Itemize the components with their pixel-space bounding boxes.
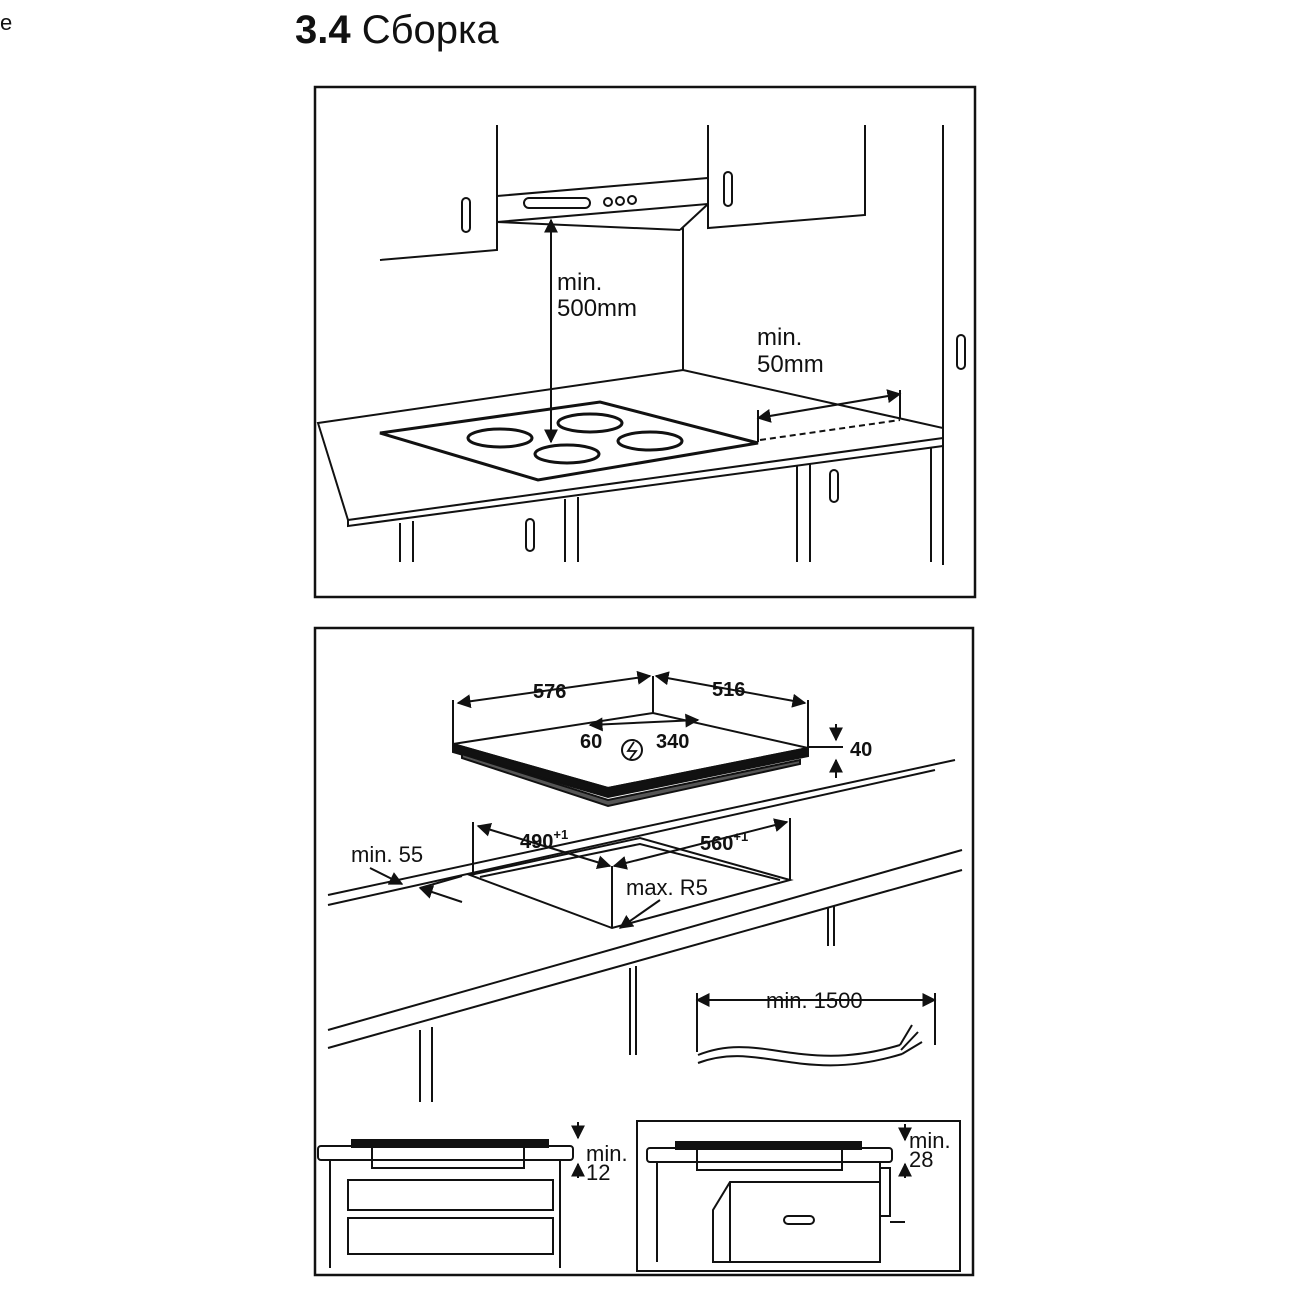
oven-installation-detail	[636, 1120, 961, 1272]
cable-offset-a-label: 60	[580, 731, 602, 753]
figure-hood-clearance	[313, 85, 977, 599]
hob-height-label: 40	[850, 739, 872, 761]
hood-clearance-label-2: 500mm	[557, 295, 637, 322]
clearance-dashed-line	[759, 419, 901, 441]
dimension-arrow-cable	[588, 713, 700, 732]
electrical-connection-icon	[621, 739, 643, 761]
lightning-icon	[626, 741, 638, 760]
dimension-arrow-side	[756, 389, 902, 423]
top-figure-labels: min. 500mm min. 50mm	[557, 269, 824, 378]
oven-clearance-label-2: 28	[909, 1147, 933, 1172]
wall-cabinet-right	[707, 125, 866, 230]
cutout-width-value: 560	[700, 833, 733, 855]
cutout-depth-tolerance: +1	[553, 827, 568, 842]
worktop-edge	[347, 445, 944, 528]
drawer-clearance-label-2: 12	[586, 1160, 610, 1185]
cable-length-label: min. 1500	[766, 988, 863, 1013]
cutout-depth-value: 490	[520, 831, 553, 853]
cooking-zone	[556, 412, 624, 434]
worktop-top	[316, 368, 944, 522]
cabinet-handle	[956, 334, 966, 370]
dimension-arrow-cutout-depth	[476, 822, 612, 870]
section-title: 3.4 Сборка	[295, 8, 499, 53]
corner-radius-label: max. R5	[626, 875, 708, 900]
figure-frame-top	[313, 85, 977, 599]
wall-cabinet-left	[379, 125, 498, 261]
drawer-installation-detail	[317, 1122, 585, 1268]
dimension-arrow-cutout-width	[612, 818, 789, 870]
dimension-arrow-width	[456, 670, 652, 709]
cooking-zone	[466, 427, 534, 449]
hob-depth-label: 516	[712, 679, 745, 701]
side-clearance-label-1: min.	[757, 324, 802, 351]
worktop-cutout	[327, 759, 963, 1102]
power-cable	[695, 993, 937, 1067]
cutout-width-tolerance: +1	[733, 829, 748, 844]
section-number: 3.4	[295, 8, 351, 52]
cutout-depth-label: 490+1	[520, 827, 568, 853]
cabinet-handle	[829, 469, 839, 503]
cable-offset-b-label: 340	[656, 731, 689, 753]
hob-top-view	[379, 400, 759, 482]
page-edge-character: e	[0, 10, 13, 35]
cooking-zone	[616, 430, 684, 452]
dimension-arrow-depth	[654, 671, 807, 708]
hood-clearance-label-1: min.	[557, 269, 602, 296]
cabinet-handle	[723, 171, 733, 207]
cooking-zone	[533, 443, 601, 465]
figure-cutout-dimensions	[313, 626, 975, 1277]
worktop-front-edge	[327, 849, 963, 1031]
hob-width-label: 576	[533, 681, 566, 703]
oven-clearance-label-1: min.	[909, 1128, 951, 1153]
figure-frame-bottom	[313, 626, 975, 1277]
range-hood	[496, 176, 709, 231]
dimension-arrow-front	[418, 885, 463, 903]
dimension-arrow-front	[369, 867, 404, 885]
cabinet-handle	[461, 197, 471, 233]
cabinet-handle	[525, 518, 535, 552]
section-title-text: Сборка	[361, 8, 499, 52]
front-min-label: min. 55	[351, 842, 423, 867]
cable-line	[697, 1044, 901, 1057]
hob-3d	[452, 670, 843, 808]
bottom-figure-labels: 576 516 60 340 40 490+1 560+1 min. 55 ma…	[351, 679, 951, 1185]
cutout-width-label: 560+1	[700, 829, 748, 855]
side-clearance-label-2: 50mm	[757, 351, 824, 378]
radius-arrow	[618, 899, 661, 929]
drawer-clearance-label-1: min.	[586, 1141, 628, 1166]
